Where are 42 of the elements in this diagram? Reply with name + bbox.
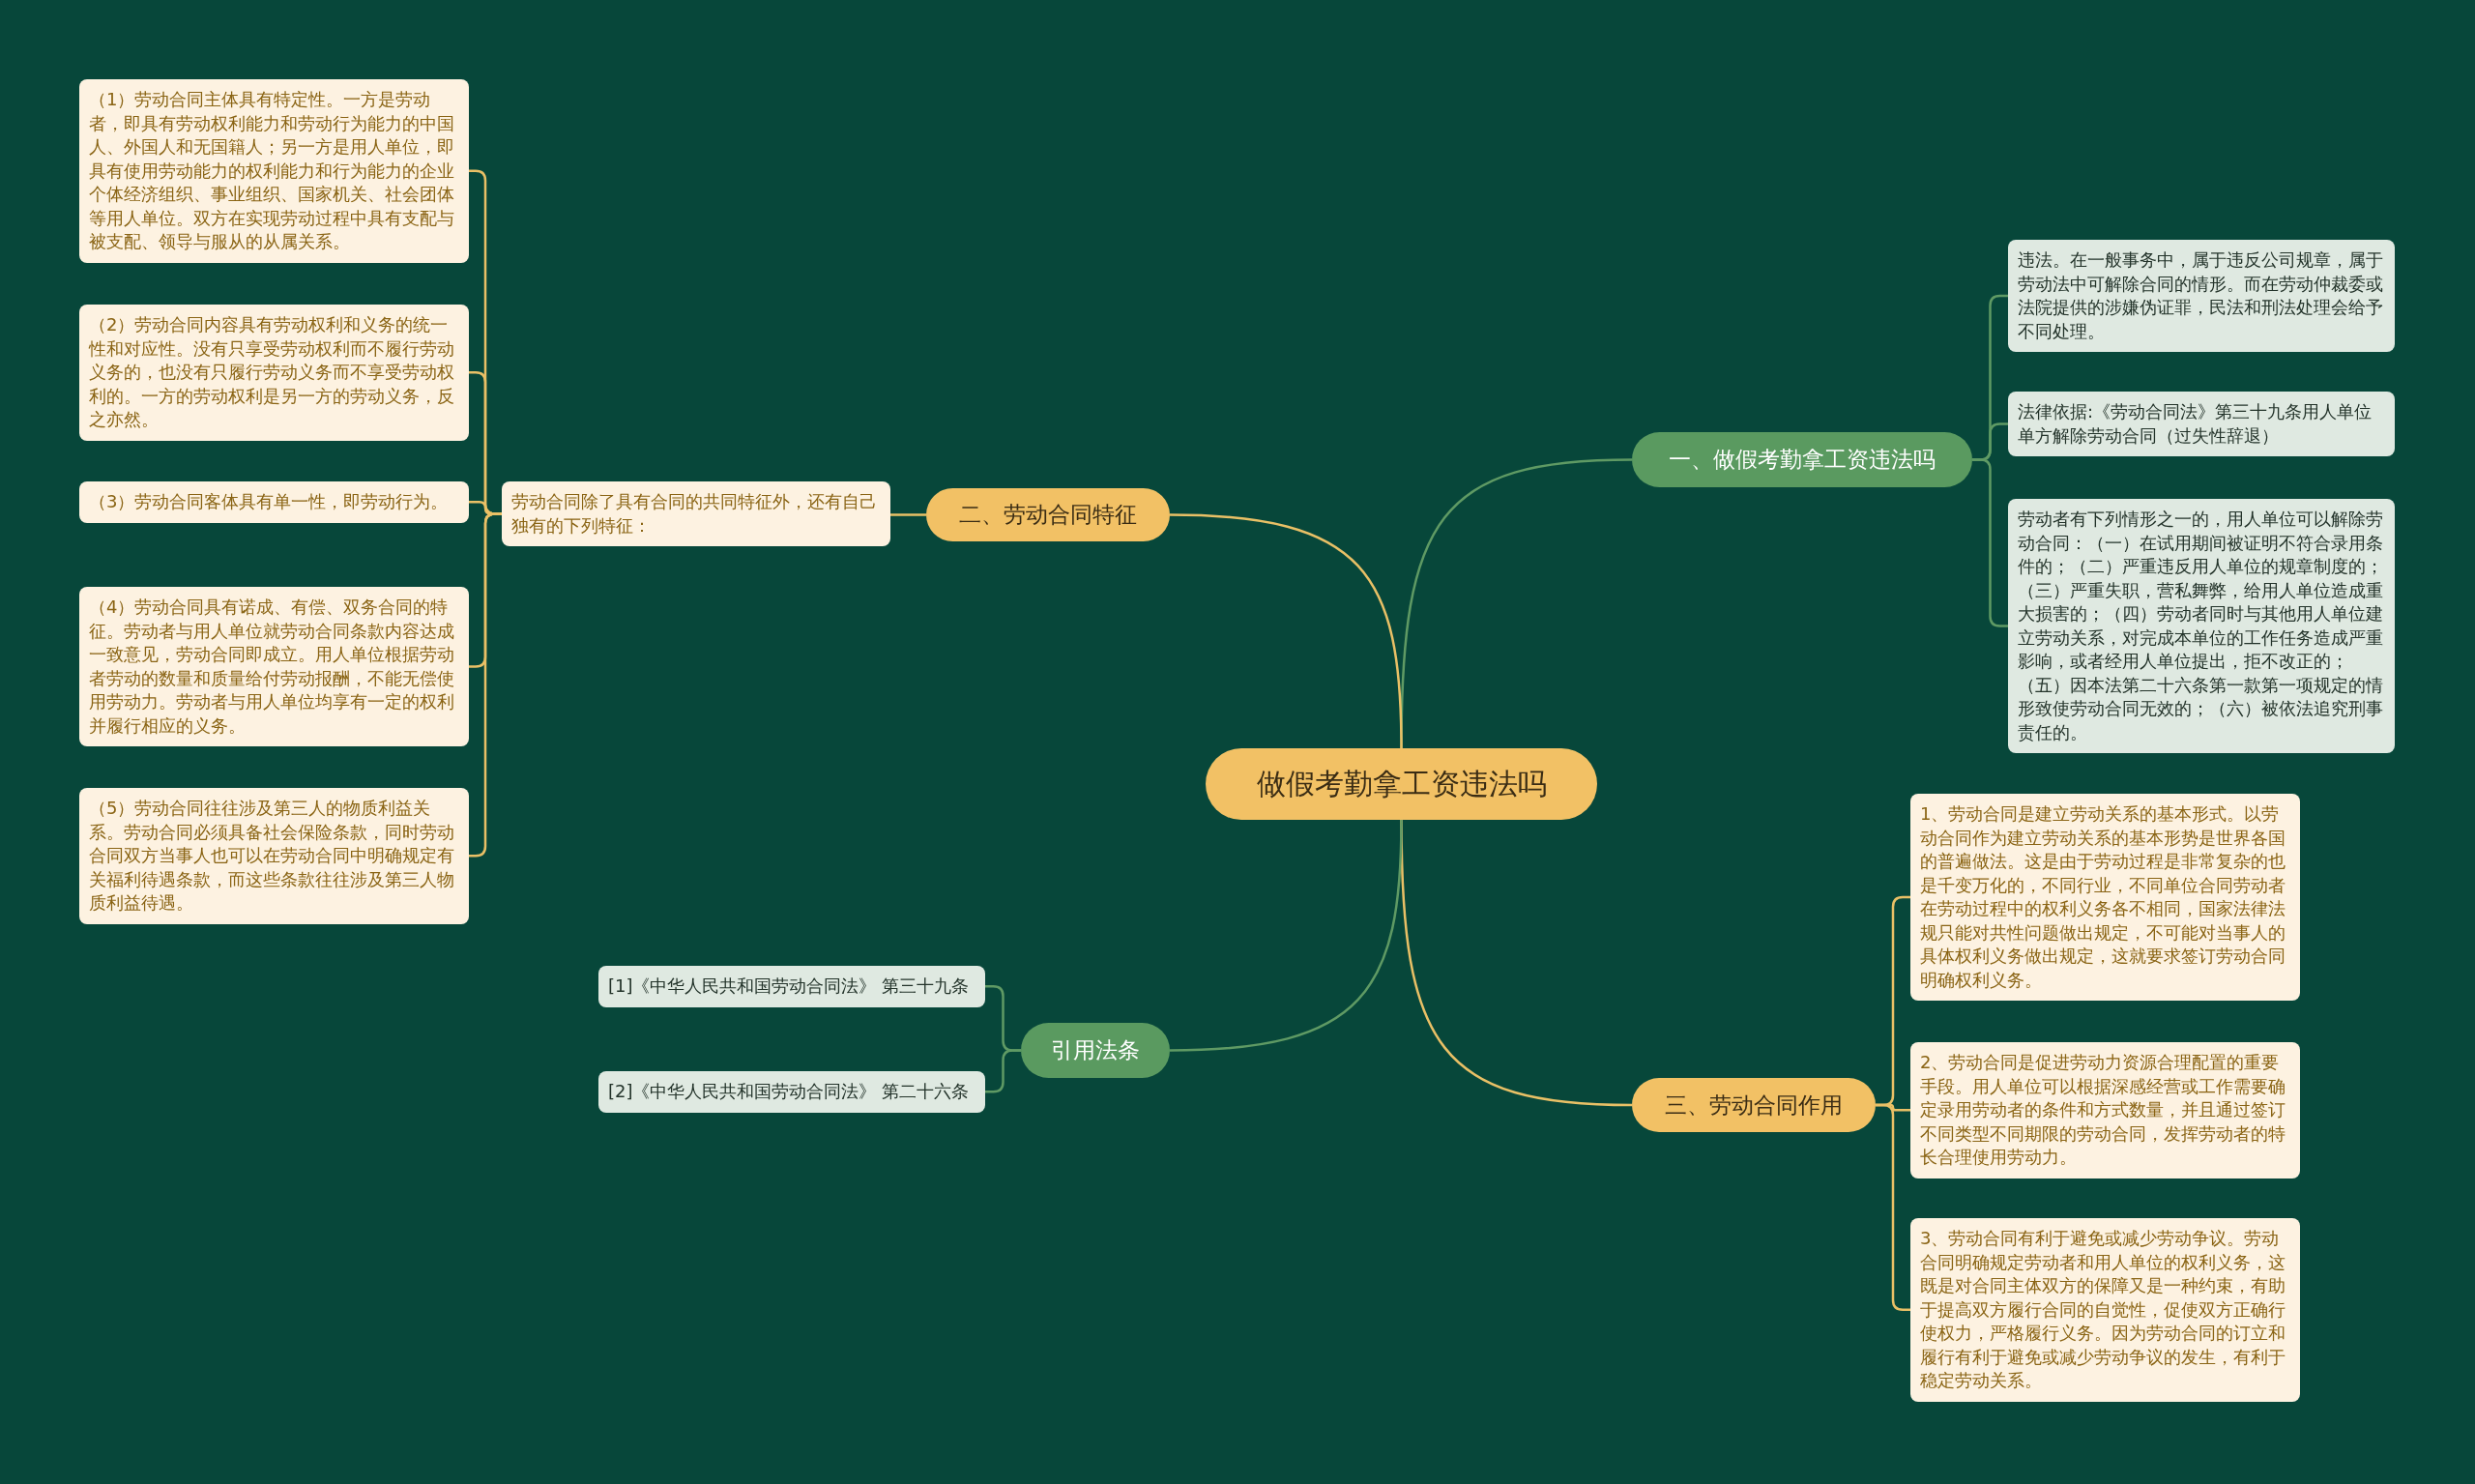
connector-line — [890, 513, 926, 516]
detail-note — [598, 966, 985, 1007]
topic-label: 引用法条 — [1051, 1036, 1140, 1064]
note-text: 1、劳动合同是建立劳动关系的基本形式。以劳动合同作为建立劳动关系的基本形势是世界各国的普遍做法。这是由于劳动过程是非常复杂的也是千变万化的，不同行业，不同单位合同劳动者在劳动过程中的权利义务各不相同，国家法律法规只能对共性问题做出规定，不可能对当事人的具体权利义务做出规定，这就要求签订劳动合同明确权利义务。 — [1920, 803, 2286, 990]
note-text: （5）劳动合同往往涉及第三人的物质利益关系。劳动合同必须具备社会保险条款，同时劳动合同双方当事人也可以在劳动合同中明确规定有关福利待遇条款，而这些条款往往涉及第三人物质利益待遇。 — [89, 798, 454, 913]
branch-topic — [926, 488, 1170, 541]
detail-note — [79, 587, 469, 746]
detail-note — [79, 788, 469, 924]
detail-note — [79, 305, 469, 441]
connector-line — [1972, 458, 2008, 627]
connector-line — [1169, 819, 1403, 1052]
detail-note — [2008, 392, 2395, 456]
detail-note — [79, 481, 469, 523]
note-text: 违法。在一般事务中，属于违反公司规章，属于劳动法中可解除合同的情形。而在劳动仲裁委或法院提供的涉嫌伪证罪，民法和刑法处理会给予不同处理。 — [2018, 249, 2383, 341]
note-text: 2、劳动合同是促进劳动力资源合理配置的重要手段。用人单位可以根据深感经营或工作需要确定录用劳动者的条件和方式数量，并且通过签订不同类型不同期限的劳动合同，发挥劳动者的特长合理使用劳动力。 — [1920, 1052, 2286, 1167]
note-text: （2）劳动合同内容具有劳动权利和义务的统一性和对应性。没有只享受劳动权利而不履行劳动义务的，也没有只履行劳动义务而不享受劳动权利的。一方的劳动权利是另一方的劳动义务，反之亦然。 — [89, 314, 454, 429]
note-text: [2]《中华人民共和国劳动合同法》 第二十六条 — [608, 1081, 970, 1101]
detail-note — [79, 79, 469, 263]
note-text: 劳动者有下列情形之一的，用人单位可以解除劳动合同：（一）在试用期间被证明不符合录用条件的；（二）严重违反用人单位的规章制度的；（三）严重失职，营私舞弊，给用人单位造成重大损害的；（四）劳动者同时与其他用人单位建立劳动关系，对完成本单位的工作任务造成严重影响，或者经用人单位提出，拒不改正的；（五）因本法第二十六条第一款第一项规定的情形致使劳动合同无效的；（六）被依法追究刑事责任的。 — [2018, 509, 2383, 742]
branch-topic — [1632, 1078, 1876, 1132]
detail-note — [2008, 240, 2395, 352]
connector-line — [1169, 513, 1403, 749]
note-text: （4）劳动合同具有诺成、有偿、双务合同的特征。劳动者与用人单位就劳动合同条款内容达成一致意见，劳动合同即成立。用人单位根据劳动者劳动的数量和质量给付劳动报酬，不能无偿使用劳动力。劳动者与用人单位均享有一定的权利并履行相应的义务。 — [89, 597, 454, 736]
detail-note — [1910, 1042, 2300, 1178]
branch-topic — [1632, 432, 1972, 487]
note-text: 法律依据:《劳动合同法》第三十九条用人单位单方解除劳动合同（过失性辞退） — [2018, 401, 2373, 446]
detail-note — [502, 481, 890, 546]
detail-note — [1910, 794, 2300, 1001]
topic-label: 做假考勤拿工资违法吗 — [1256, 765, 1547, 802]
connector-line — [985, 1049, 1021, 1093]
detail-note — [598, 1071, 985, 1113]
note-text: [1]《中华人民共和国劳动合同法》 第三十九条 — [608, 975, 970, 996]
branch-topic — [1021, 1023, 1170, 1078]
note-text: 3、劳动合同有利于避免或减少劳动争议。劳动合同明确规定劳动者和用人单位的权利义务，这既是对合同主体双方的保障又是一种约束，有助于提高双方履行合同的自觉性，促使双方正确行使权力，严格履行义务。因为劳动合同的订立和履行有利于避免或减少劳动争议的发生，有利于稳定劳动关系。 — [1920, 1228, 2286, 1390]
topic-label: 一、做假考勤拿工资违法吗 — [1669, 446, 1936, 474]
topic-label: 三、劳动合同作用 — [1665, 1091, 1843, 1120]
note-text: （1）劳动合同主体具有特定性。一方是劳动者，即具有劳动权利能力和劳动行为能力的中国人、外国人和无国籍人；另一方是用人单位，即具有使用劳动能力的权利能力和行为能力的企业个体经济组织、事业组织、国家机关、社会团体等用人单位。双方在实现劳动过程中具有支配与被支配、领导与服从的从属关系。 — [89, 89, 454, 251]
topic-label: 二、劳动合同特征 — [959, 501, 1137, 529]
detail-note — [1910, 1218, 2300, 1402]
note-text: （3）劳动合同客体具有单一性，即劳动行为。 — [89, 491, 449, 511]
connector-line — [1876, 1103, 1910, 1311]
note-text: 劳动合同除了具有合同的共同特征外，还有自己独有的下列特征： — [511, 491, 877, 536]
